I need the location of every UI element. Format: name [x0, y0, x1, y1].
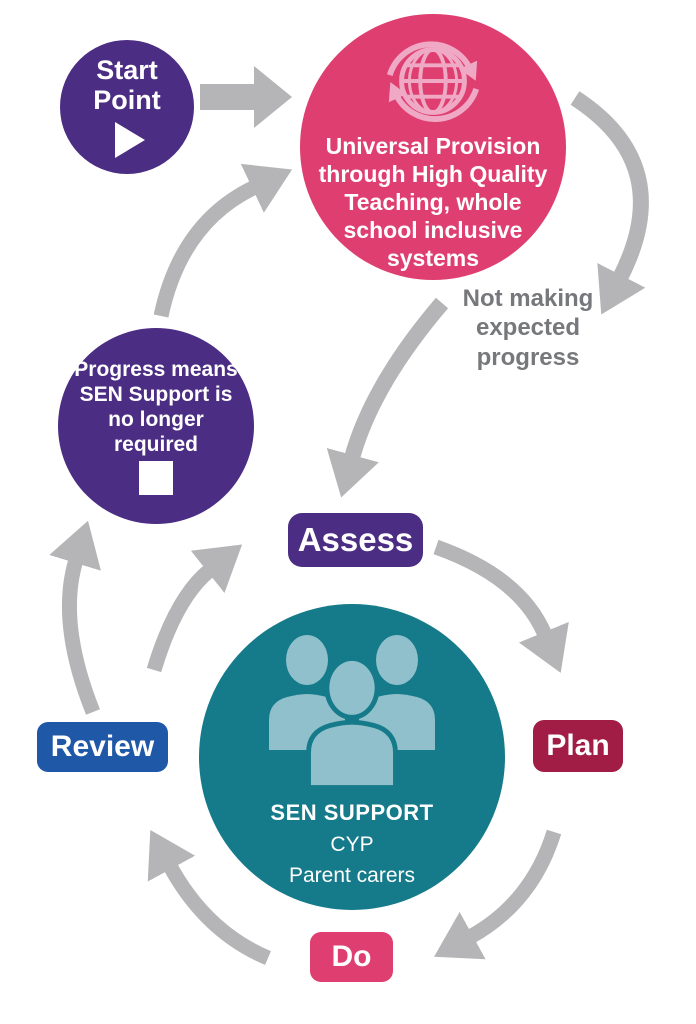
sen-support-cyp-label: CYP: [330, 833, 374, 856]
arrow-universal-to-notmaking: [570, 91, 649, 315]
plan-node: Plan: [533, 720, 623, 772]
globe-cycle-icon: [386, 41, 480, 123]
progress-exit-label: Progress means SEN Support is no longer …: [74, 357, 238, 457]
sen-support-title: SEN SUPPORT: [270, 800, 434, 825]
arrow-notmaking-to-assess: [326, 297, 449, 498]
sen-support-node: SEN SUPPORT CYP Parent carers: [199, 604, 505, 910]
arrow-plan-to-do: [434, 829, 562, 960]
play-icon: [115, 121, 145, 158]
assess-label: Assess: [297, 521, 414, 558]
progress-exit-node: Progress means SEN Support is no longer …: [58, 328, 254, 524]
not-making-progress-label: Not making expected progress: [462, 285, 594, 371]
arrow-progressexit-to-universal: [153, 163, 293, 318]
do-label: Do: [331, 940, 372, 973]
people-icon: [269, 635, 435, 788]
plan-label: Plan: [546, 729, 610, 762]
universal-provision-node: Universal Provision through High Quality…: [300, 14, 566, 280]
do-node: Do: [310, 932, 393, 982]
assess-node: Assess: [288, 513, 423, 567]
arrow-do-to-review: [147, 830, 271, 965]
stop-square-icon: [139, 461, 173, 496]
sen-support-parent-carers-label: Parent carers: [288, 864, 416, 887]
review-label: Review: [50, 730, 155, 763]
arrow-start-to-universal: [200, 66, 292, 128]
review-node: Review: [37, 722, 168, 772]
start-point-label: Start Point: [93, 55, 161, 115]
start-point-node: Start Point: [60, 40, 194, 174]
arrow-review-to-progressexit: [49, 520, 101, 715]
arrow-review-to-assess: [146, 544, 243, 673]
arrow-assess-to-plan: [433, 539, 569, 673]
universal-provision-label: Universal Provision through High Quality…: [318, 133, 548, 272]
